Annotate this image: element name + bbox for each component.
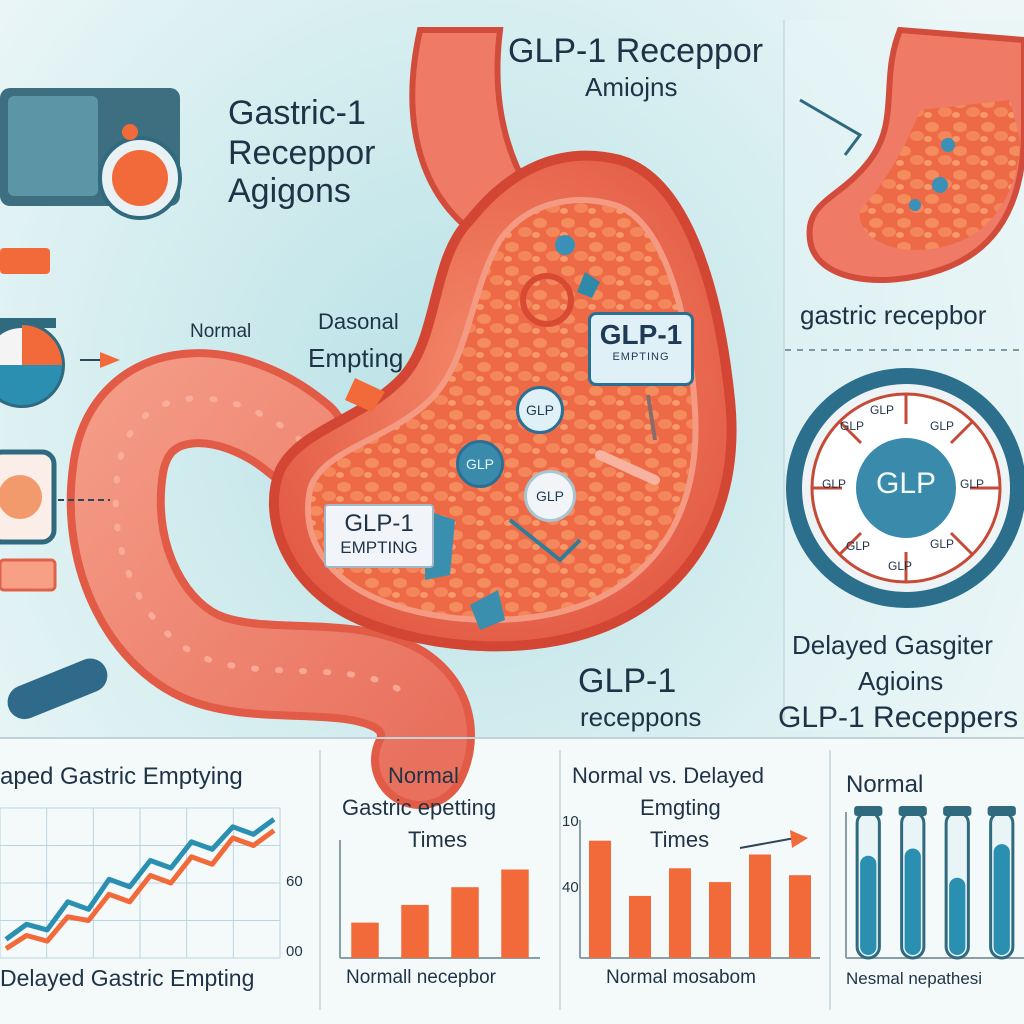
glp1-emptying-line2: EMPTING <box>340 538 418 557</box>
glp-bubble-1: GLP <box>516 386 564 434</box>
gauge-tick-bottom-right: GLP <box>930 537 955 551</box>
glp1-badge-sub: EMPTING <box>612 351 670 363</box>
device-icon <box>0 88 182 220</box>
gastric-receptor-label: gastric recepbor <box>800 300 987 330</box>
panel4-tube-fill <box>993 844 1010 955</box>
top-title-line1: GLP-1 Receppor <box>508 32 764 70</box>
molecule-dot-icon <box>555 235 575 255</box>
panel3-bar <box>589 840 611 958</box>
panel3-title-line3: Times <box>650 827 710 852</box>
panel2-title-line1: Normal <box>388 763 459 788</box>
panel3-title-line2: Emgting <box>640 795 721 820</box>
ring-icon <box>520 273 574 327</box>
gauge-tick-bottom: GLP <box>888 559 913 573</box>
gauge-center-label: GLP <box>875 467 937 500</box>
panel1-title: aped Gastric Emptying <box>0 763 243 790</box>
gauge-tick-right: GLP <box>960 477 985 491</box>
panel2-title-line3: Times <box>408 827 468 852</box>
panel3-footer: Normal mosabom <box>606 967 756 988</box>
left-title-line3: Agigons <box>228 172 351 210</box>
label-empting: Empting <box>308 343 404 373</box>
panel4-tube-cap <box>854 806 883 816</box>
left-title-line2: Receppor <box>228 134 376 172</box>
panel2-bar <box>451 887 479 958</box>
glp-bubble-3: GLP <box>524 470 576 522</box>
panel3-trend-arrow-line <box>739 837 796 849</box>
gauge-tick-top: GLP <box>870 403 895 417</box>
panel4-tube-fill <box>860 855 877 955</box>
star-molecule-icon <box>577 272 600 298</box>
molecule-shard-icon <box>470 590 505 630</box>
beaker-icon <box>0 318 65 408</box>
panel4-title: Normal <box>846 771 924 798</box>
panel1-footer: Delayed Gastric Empting <box>0 965 255 991</box>
panel4-tube-cap <box>943 806 972 816</box>
arrow-icon <box>100 352 120 368</box>
line-series-1 <box>4 817 276 942</box>
gauge-dial <box>786 368 1024 608</box>
panel4-tube-cap <box>898 806 927 816</box>
panel1-tick-high: 60 <box>286 873 303 890</box>
panel2-bar <box>501 869 529 958</box>
panel3-tick-low: 40 <box>562 879 579 896</box>
small-stomach-illustration <box>799 26 1024 283</box>
delayed-line2: Agioins <box>858 666 944 696</box>
gauge-tick-left: GLP <box>822 477 847 491</box>
gauge-tick-bottom-left: GLP <box>846 539 871 553</box>
panel3-trend-arrow-icon <box>790 830 808 848</box>
food-fleck-icon <box>595 450 660 485</box>
glp1-emptying-line1: GLP-1 <box>344 510 414 537</box>
panel4-tube-fill <box>904 848 921 955</box>
fiber-icon <box>508 518 582 563</box>
gauge-tick-top-left: GLP <box>840 419 865 433</box>
panel2-footer: Normall necepbor <box>346 967 496 988</box>
panel4-tube-cap <box>987 806 1016 816</box>
glp1-receptors-line2: receppons <box>580 702 702 732</box>
probe-icon <box>646 394 657 441</box>
glp-bubble-2: GLP <box>456 440 504 488</box>
panel3-bar <box>789 875 811 958</box>
panel3-bar <box>669 868 691 958</box>
panel3-bar <box>749 854 771 958</box>
label-dasonal: Dasonal <box>318 309 399 334</box>
delayed-line1: Delayed Gasgiter <box>792 630 993 660</box>
box-icon <box>0 558 57 592</box>
intestine-shape <box>66 349 475 809</box>
panel3-bar <box>709 882 731 958</box>
flag-icon <box>345 378 385 412</box>
label-normal: Normal <box>190 321 252 342</box>
panel3-tick-high: 10 <box>562 813 579 830</box>
glp1-badge-title: GLP-1 <box>599 319 683 350</box>
glp1-badge: GLP-1 EMPTING <box>588 312 694 386</box>
panel1-tick-low: 00 <box>286 943 303 960</box>
panel2-title-line2: Gastric epetting <box>342 795 497 820</box>
line-series-2 <box>4 828 276 951</box>
top-title-line2: Amiojns <box>585 72 678 102</box>
panel3-bar <box>629 895 651 958</box>
panel4-tube-fill <box>949 877 966 955</box>
panel4-footer: Nesmal nepathesi <box>846 969 983 988</box>
capsule-icon <box>7 658 108 720</box>
glp1-emptying-box: GLP-1 EMPTING <box>324 504 434 568</box>
left-title-line1: Gastric-1 <box>228 94 366 132</box>
gauge-tick-top-right: GLP <box>930 419 955 433</box>
delayed-line3: GLP-1 Receppers <box>778 701 1019 734</box>
glp1-receptors-line1: GLP-1 <box>578 662 677 700</box>
panel3-title-line1: Normal vs. Delayed <box>572 763 764 788</box>
jar-icon <box>0 449 57 545</box>
pill-icon <box>0 248 50 274</box>
panel2-bar <box>401 904 429 958</box>
panel2-bar <box>351 922 379 958</box>
